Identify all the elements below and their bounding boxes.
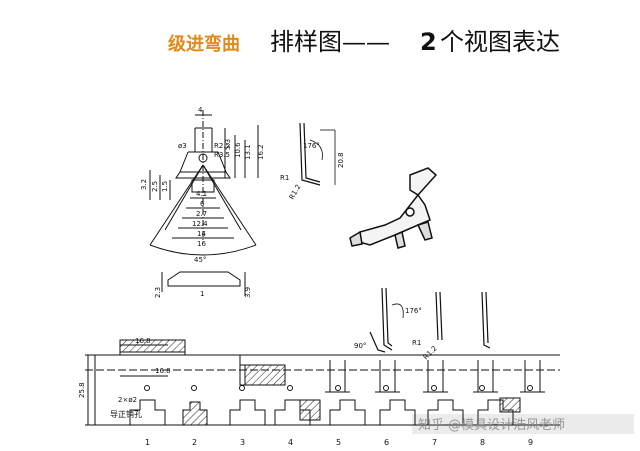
dim-4-1: 4.1 xyxy=(196,190,207,198)
station-7: 7 xyxy=(432,438,437,447)
dim-2-5: 2.5 xyxy=(151,181,159,192)
dim-10-6: 10.6 xyxy=(234,142,242,158)
dim-14: 14 xyxy=(197,230,206,238)
dim-r2-5: R2.5 xyxy=(214,142,230,150)
strip-hatched-regions xyxy=(119,339,521,426)
title-prefix: 级进弯曲 xyxy=(168,33,240,55)
dim-20-8: 20.8 xyxy=(337,152,345,168)
dim-2-3: 2.3 xyxy=(154,287,162,298)
dim-2-7: 2.7 xyxy=(196,210,207,218)
dim-3-9: 3.9 xyxy=(244,287,252,298)
strip-layout xyxy=(85,339,560,426)
dim-r1: R1 xyxy=(280,174,289,182)
part-top-view xyxy=(149,110,259,256)
dim-r1-2-strip: R1.2 xyxy=(422,344,439,361)
watermark-text: 知乎 @模具设计浩风老师 xyxy=(418,417,565,433)
dim-6: 6 xyxy=(200,200,205,208)
station-6: 6 xyxy=(384,438,389,447)
dim-176deg: 176° xyxy=(303,142,320,150)
station-8: 8 xyxy=(480,438,485,447)
dim-5-3: 5.3 xyxy=(224,139,232,150)
dim-90deg: 90° xyxy=(354,342,366,350)
title-suffix: 个视图表达 xyxy=(440,28,560,56)
station-5: 5 xyxy=(336,438,341,447)
dim-3-2: 3.2 xyxy=(140,179,148,190)
title-number: 2 xyxy=(420,28,437,56)
dim-2xphi2: 2×ø2 xyxy=(118,396,137,404)
dim-12-4: 12.4 xyxy=(192,220,208,228)
watermark: 知乎 @模具设计浩风老师 xyxy=(412,414,634,434)
station-numbers: 1 2 3 4 5 6 7 8 9 xyxy=(145,438,533,447)
dim-13-1: 13.1 xyxy=(244,144,252,160)
pilot-hole-label: 导正销孔 xyxy=(110,409,142,419)
dim-r3-5: R3.5 xyxy=(214,151,230,159)
dim-1-5: 1.5 xyxy=(161,181,169,192)
dim-r1-strip: R1 xyxy=(412,339,421,347)
dim-16-8-b: 16.8 xyxy=(155,367,171,375)
part-side-view xyxy=(299,122,336,186)
title: 级进弯曲 排样图—— 2 个视图表达 xyxy=(168,28,560,56)
dim-1: 1 xyxy=(200,290,204,298)
strip-side-views xyxy=(369,287,491,353)
dim-16-2: 16.2 xyxy=(257,144,265,160)
station-3: 3 xyxy=(240,438,245,447)
dim-16: 16 xyxy=(197,240,206,248)
dim-r1-2: R1.2 xyxy=(288,183,303,201)
station-1: 1 xyxy=(145,438,150,447)
station-4: 4 xyxy=(288,438,293,447)
part-top-dims: 4 R2.5 R3.5 ø3 5.3 10.6 13.1 16.2 3.2 2.… xyxy=(140,106,265,264)
dim-45deg: 45° xyxy=(194,256,206,264)
station-9: 9 xyxy=(528,438,533,447)
part-isometric-view xyxy=(349,167,438,249)
dim-25-8: 25.8 xyxy=(78,382,86,398)
dim-176deg-strip: 176° xyxy=(405,307,422,315)
station-2: 2 xyxy=(192,438,197,447)
title-main: 排样图—— xyxy=(270,28,390,56)
dim-4: 4 xyxy=(198,106,203,114)
part-flat-view xyxy=(161,271,246,296)
dim-phi3: ø3 xyxy=(178,142,187,150)
dim-16-8-a: 16.8 xyxy=(135,337,151,345)
